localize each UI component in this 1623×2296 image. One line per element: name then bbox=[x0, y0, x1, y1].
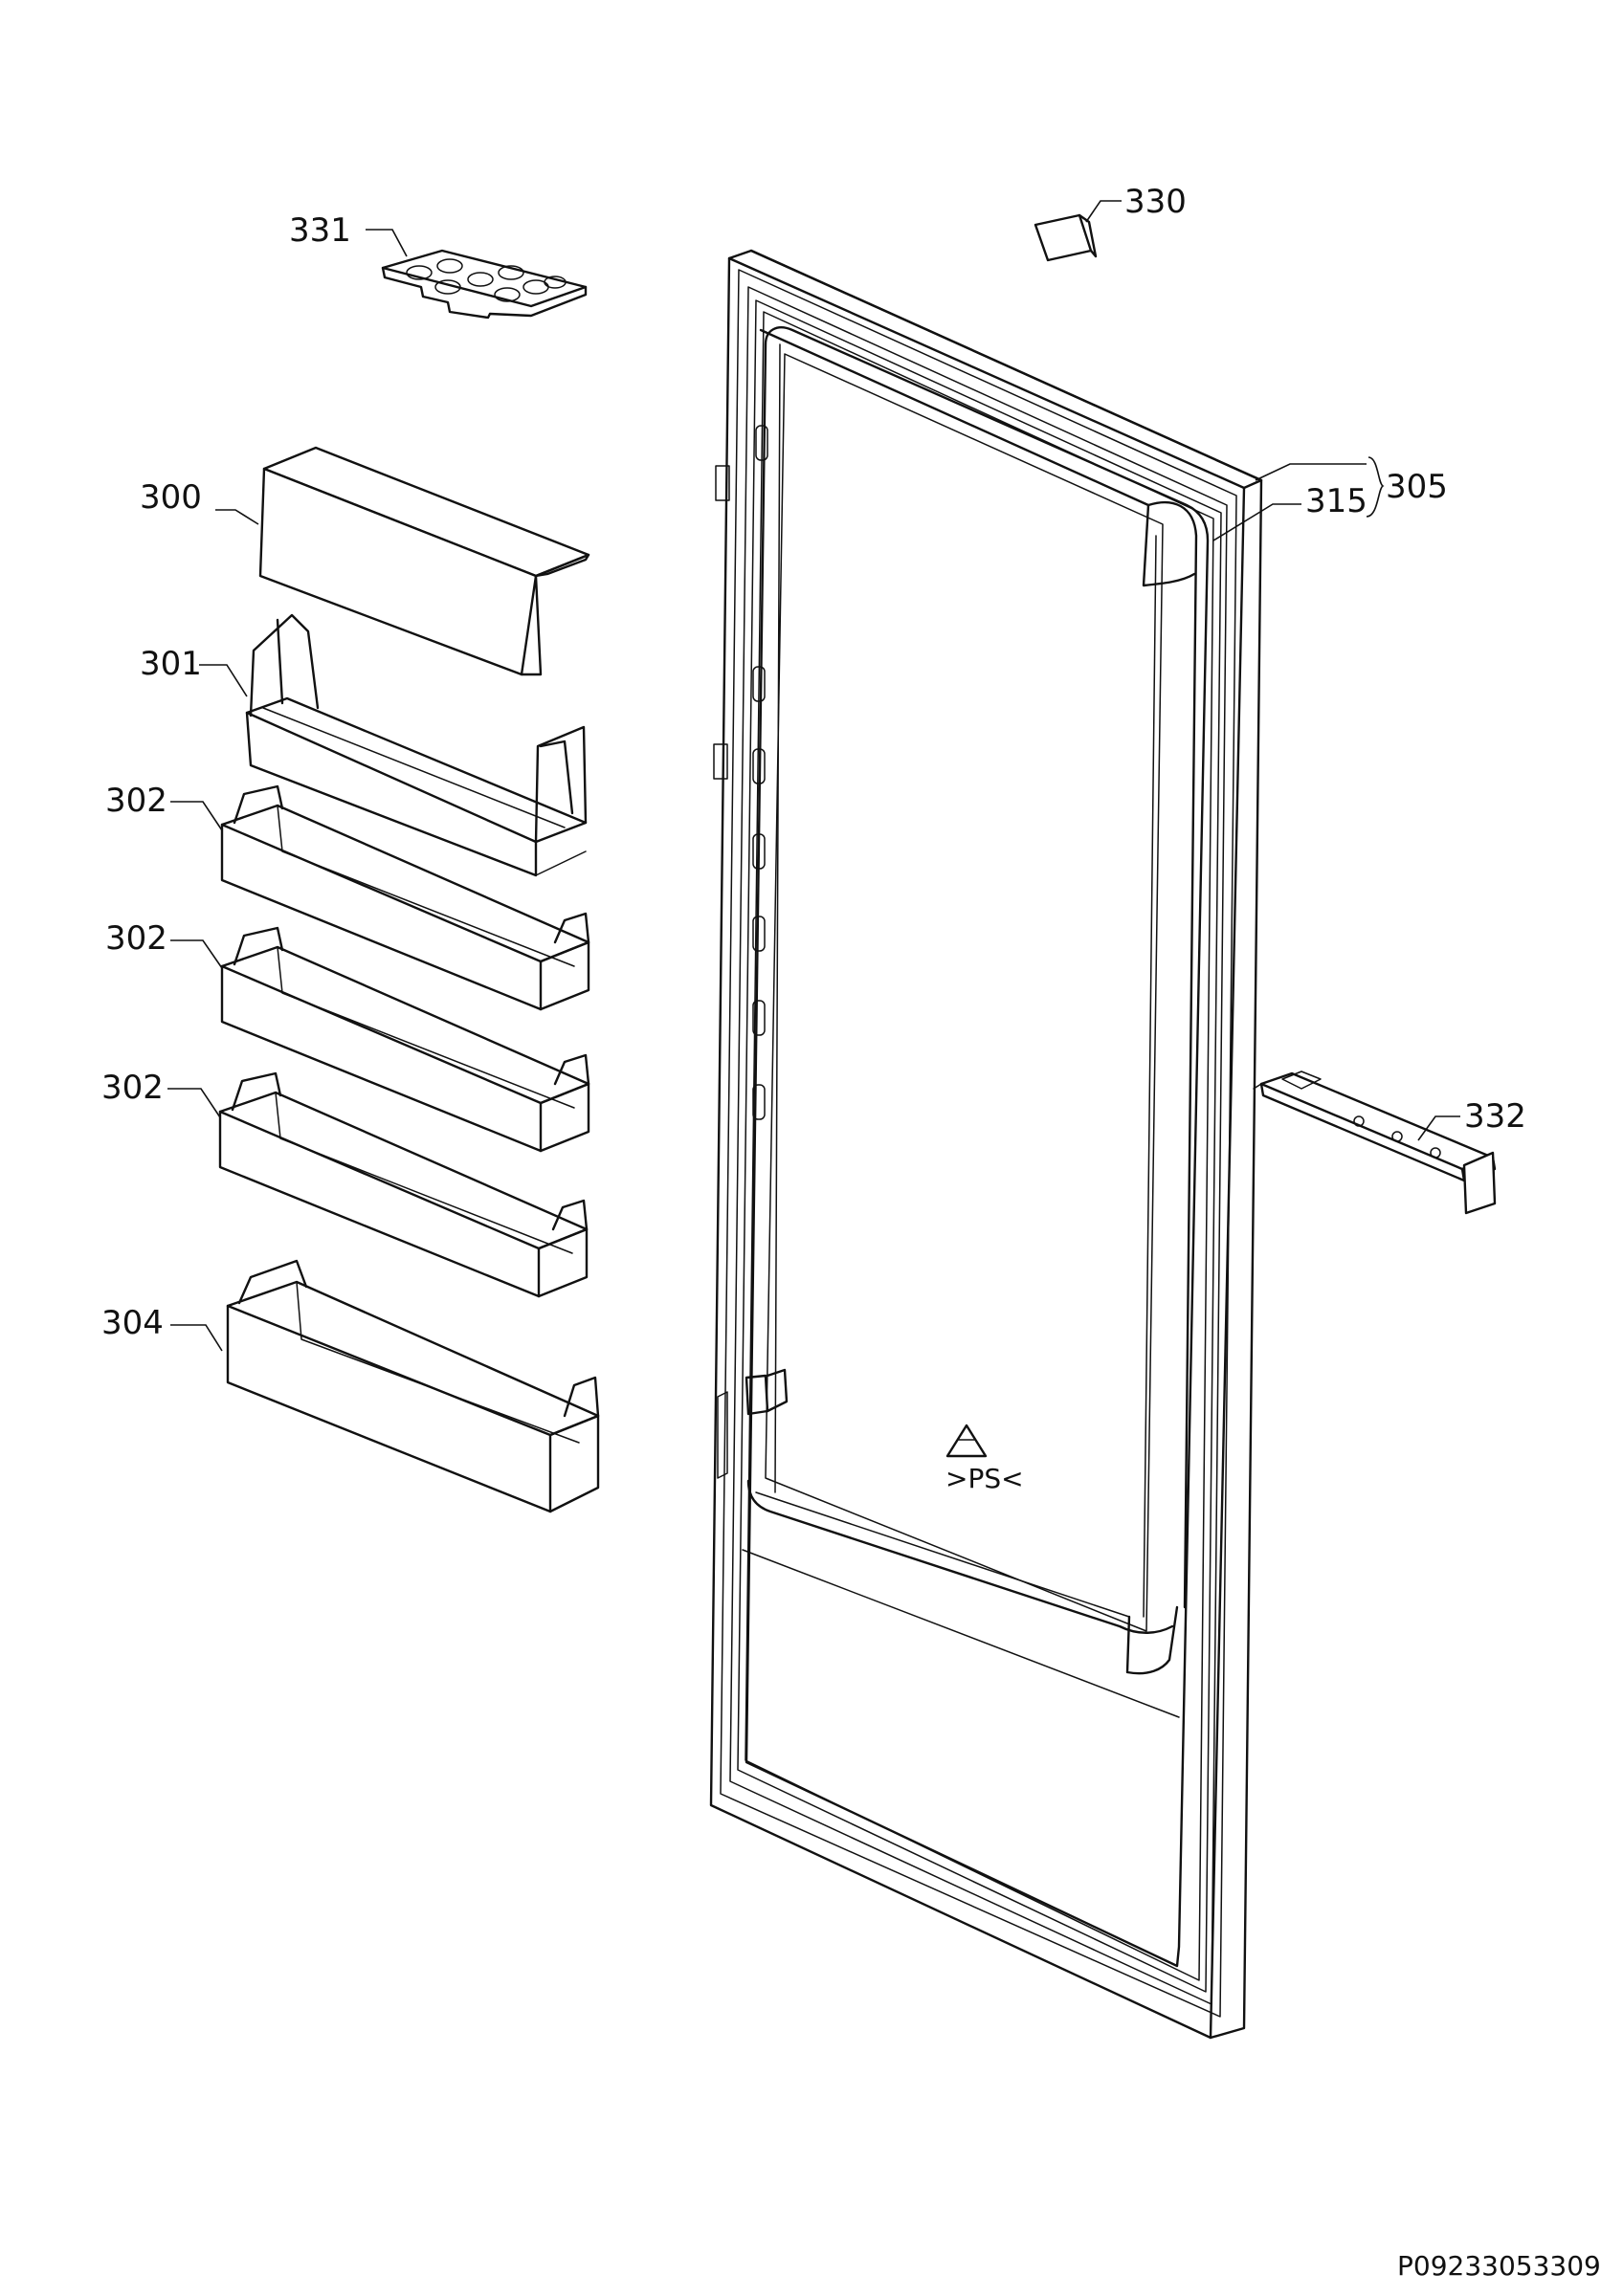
part-304-bottle-shelf bbox=[226, 1259, 600, 1513]
label-302-c: 302 bbox=[101, 1069, 164, 1107]
part-300-dairy-flap bbox=[258, 446, 590, 676]
leader-lines bbox=[167, 200, 1460, 1352]
drawing-code: P09233053309 bbox=[1397, 2250, 1601, 2282]
part-330-cover-cap bbox=[1034, 213, 1098, 262]
part-302-door-shelf-1 bbox=[220, 784, 590, 1011]
label-304: 304 bbox=[101, 1304, 164, 1342]
part-332-hinge bbox=[1253, 1071, 1497, 1215]
label-301: 301 bbox=[140, 645, 202, 683]
label-302-b: 302 bbox=[105, 919, 167, 958]
label-302-a: 302 bbox=[105, 782, 167, 820]
part-301-door-balcony bbox=[245, 613, 588, 877]
label-315: 315 bbox=[1305, 482, 1367, 520]
label-332: 332 bbox=[1464, 1097, 1526, 1136]
part-331-egg-tray bbox=[381, 249, 588, 320]
label-330: 330 bbox=[1124, 183, 1187, 221]
svg-text:>PS<: >PS< bbox=[945, 1463, 1024, 1494]
label-300: 300 bbox=[140, 478, 202, 517]
part-302-door-shelf-2 bbox=[220, 926, 590, 1153]
door-assembly: >PS< bbox=[709, 249, 1263, 2040]
label-331: 331 bbox=[289, 211, 351, 250]
label-305: 305 bbox=[1386, 468, 1448, 506]
part-labels: 300 301 302 302 302 304 305 315 330 331 … bbox=[101, 183, 1526, 1342]
door-slot-markers bbox=[752, 425, 768, 1120]
part-302-door-shelf-3 bbox=[218, 1071, 589, 1298]
recycle-ps-icon: >PS< bbox=[945, 1424, 1024, 1494]
